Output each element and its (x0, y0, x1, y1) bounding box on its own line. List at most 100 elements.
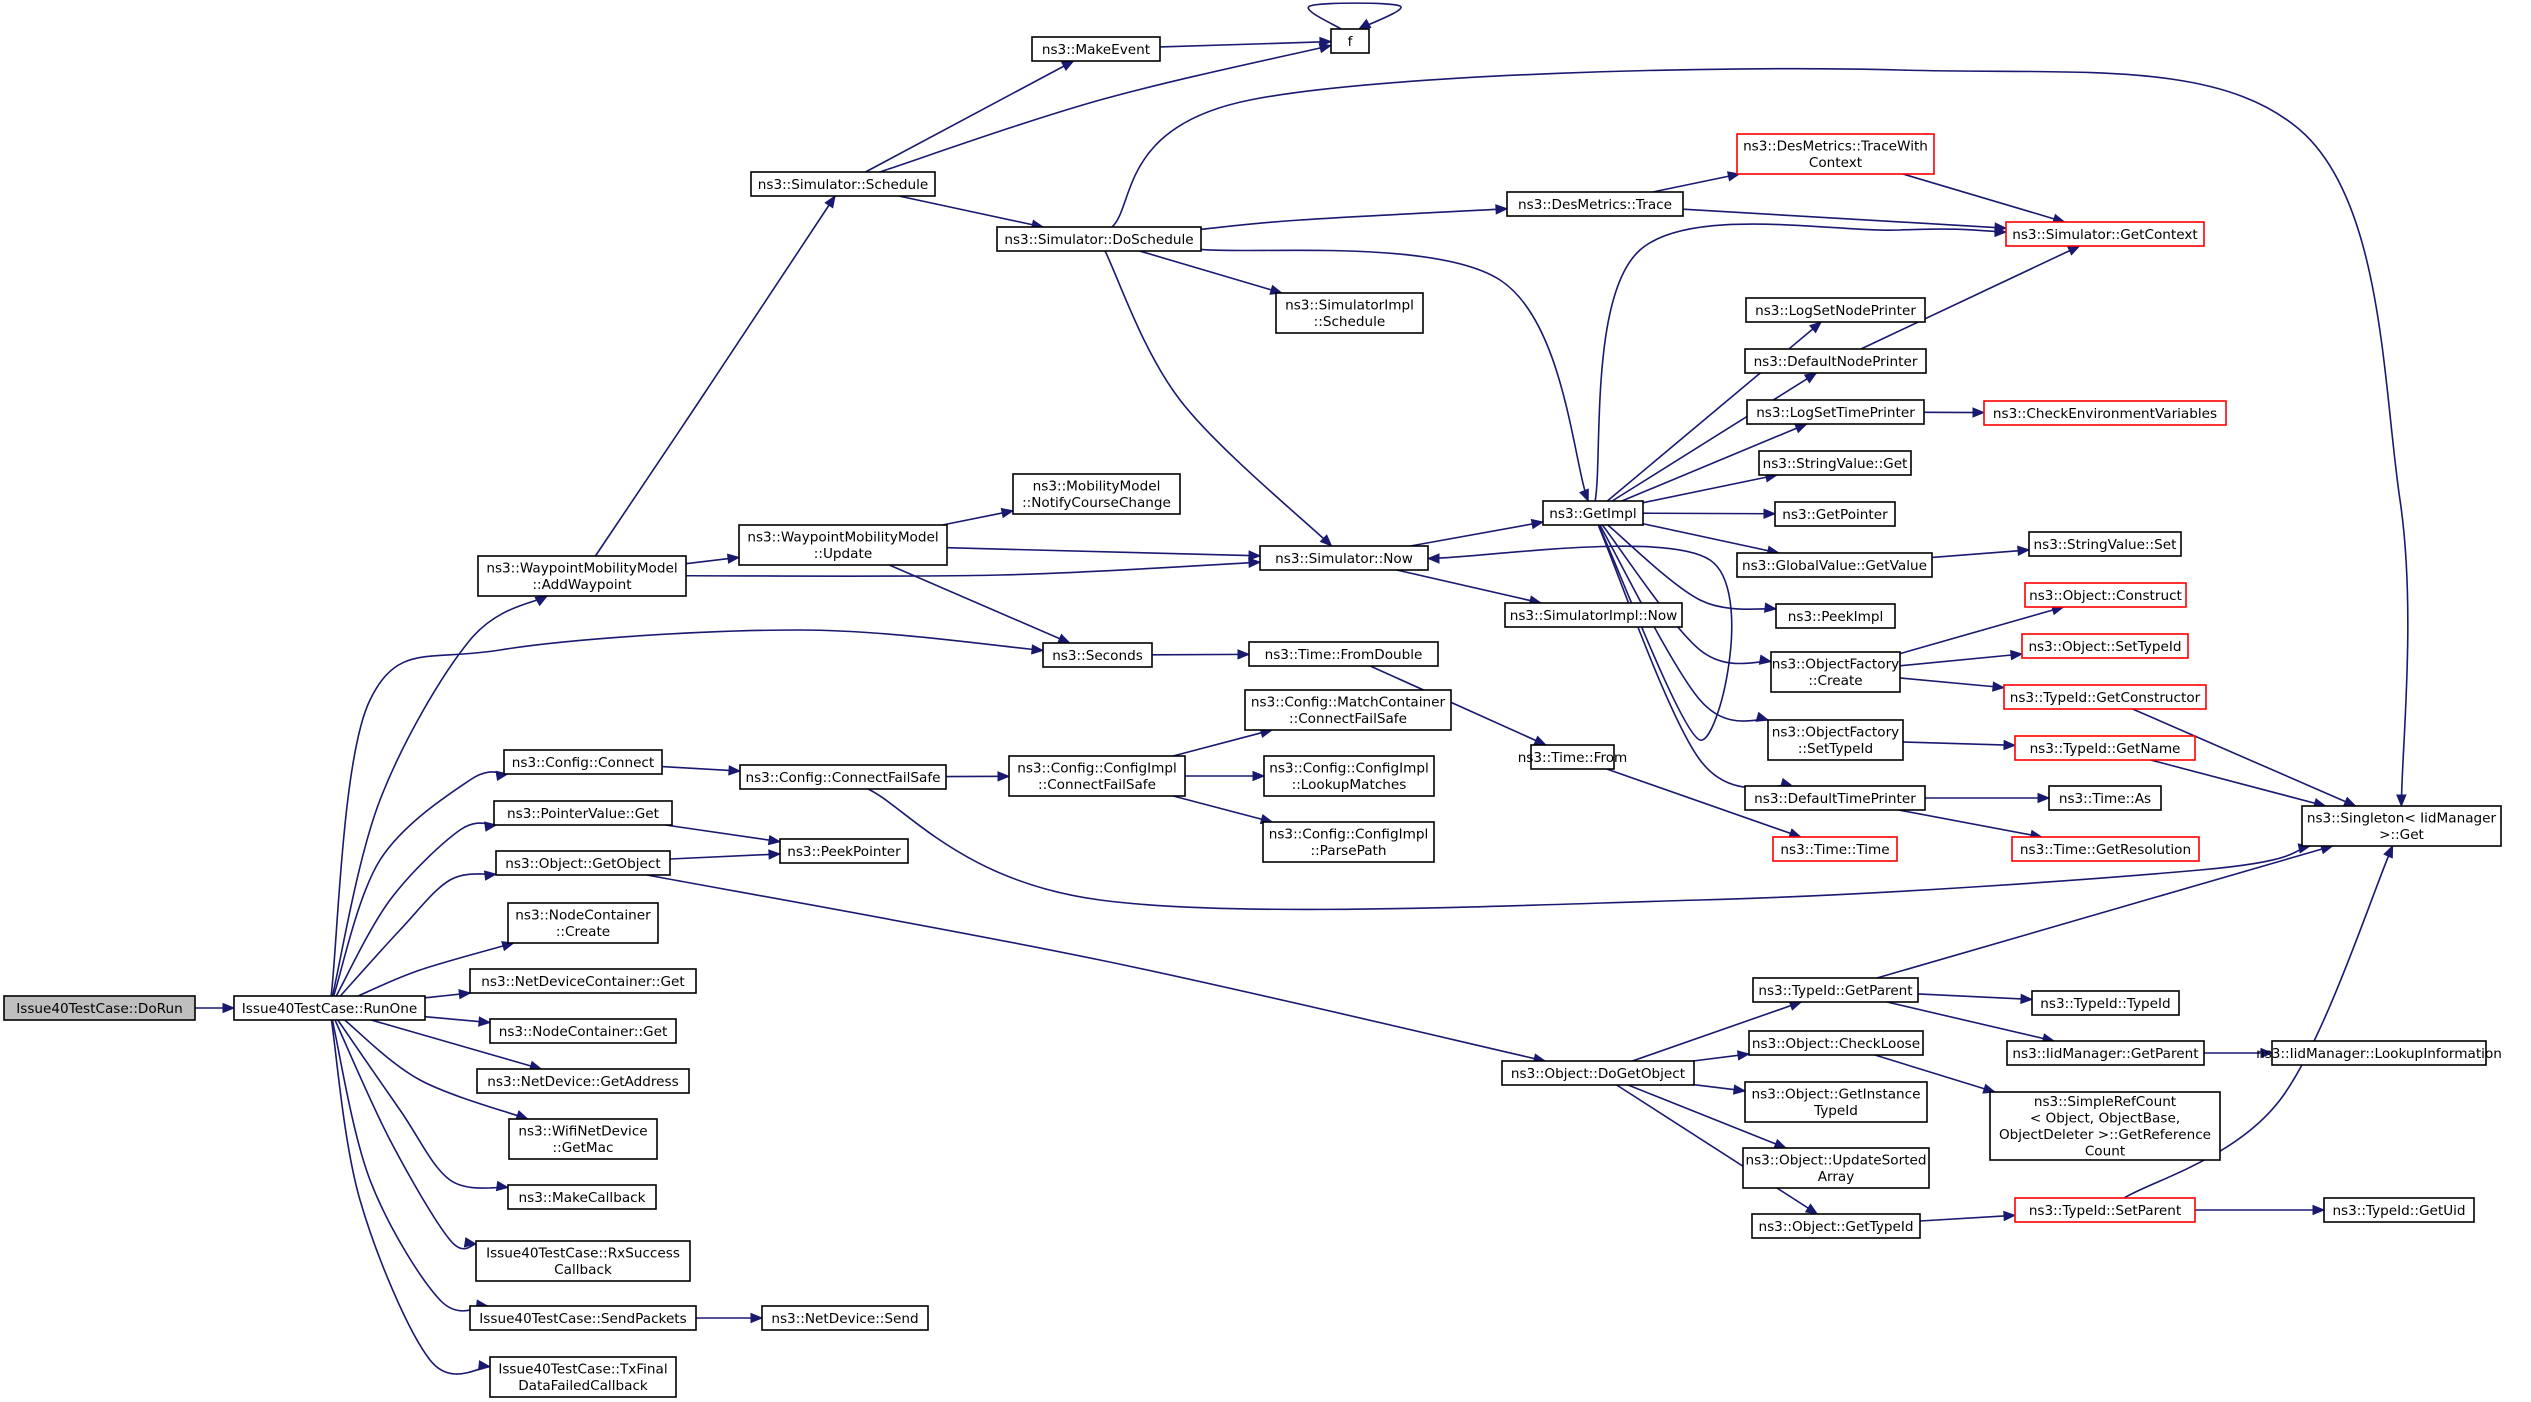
node-timeFrom[interactable]: ns3::Time::From (1518, 744, 1628, 770)
node-netDeviceGetAddress[interactable]: ns3::NetDevice::GetAddress (476, 1068, 690, 1094)
node-makeEvent[interactable]: ns3::MakeEvent (1031, 36, 1161, 62)
node-configImplParse[interactable]: ns3::Config::ConfigImpl::ParsePath (1262, 821, 1435, 863)
node-peekPointer[interactable]: ns3::PeekPointer (779, 838, 909, 864)
arrowhead (458, 989, 472, 1000)
node-objectGetObject[interactable]: ns3::Object::GetObject (495, 850, 671, 876)
node-checkEnv[interactable]: ns3::CheckEnvironmentVariables (1983, 400, 2227, 426)
call-edge-typeIdGetParent-to-typeIdTypeId (1917, 993, 2034, 1005)
node-label: ns3::StringValue::Set (2034, 537, 2177, 553)
node-typeIdGetConstructor[interactable]: ns3::TypeId::GetConstructor (2003, 684, 2207, 710)
node-mmNotify[interactable]: ns3::MobilityModel::NotifyCourseChange (1012, 473, 1181, 515)
node-ofCreate[interactable]: ns3::ObjectFactory::Create (1770, 651, 1901, 693)
node-label: ns3::PointerValue::Get (507, 806, 659, 822)
node-typeIdGetUid[interactable]: ns3::TypeId::GetUid (2323, 1197, 2475, 1223)
node-getImpl[interactable]: ns3::GetImpl (1542, 500, 1644, 526)
node-logSetNodePrinter[interactable]: ns3::LogSetNodePrinter (1745, 297, 1926, 323)
node-stringValueGet[interactable]: ns3::StringValue::Get (1758, 450, 1912, 476)
node-globalValueGetValue[interactable]: ns3::GlobalValue::GetValue (1736, 552, 1933, 578)
call-edge-logSetTimePrinter-to-checkEnv (1923, 407, 1986, 418)
node-objectDoGetObject[interactable]: ns3::Object::DoGetObject (1501, 1060, 1695, 1086)
node-defaultNodePrinter[interactable]: ns3::DefaultNodePrinter (1744, 348, 1927, 374)
node-configConnectFailSafe[interactable]: ns3::Config::ConnectFailSafe (739, 764, 947, 790)
node-simGetContext[interactable]: ns3::Simulator::GetContext (2005, 221, 2205, 247)
node-box (2024, 582, 2187, 608)
node-doRun: Issue40TestCase::DoRun (3, 995, 196, 1021)
node-timeGetResolution[interactable]: ns3::Time::GetResolution (2011, 836, 2200, 862)
node-typeIdSetParent[interactable]: ns3::TypeId::SetParent (2014, 1197, 2196, 1223)
node-runOne[interactable]: Issue40TestCase::RunOne (233, 995, 426, 1021)
node-box (2028, 531, 2182, 557)
node-configImplCFS[interactable]: ns3::Config::ConfigImpl::ConnectFailSafe (1008, 755, 1186, 797)
node-objectGetTypeId[interactable]: ns3::Object::GetTypeId (1751, 1213, 1921, 1239)
node-objectCheckLoose[interactable]: ns3::Object::CheckLoose (1748, 1030, 1924, 1056)
node-wmmUpdate[interactable]: ns3::WaypointMobilityModel::Update (738, 524, 948, 566)
node-sendPackets[interactable]: Issue40TestCase::SendPackets (469, 1305, 697, 1331)
call-edge-simSchedule-to-f (879, 43, 1333, 173)
node-simDoSchedule[interactable]: ns3::Simulator::DoSchedule (996, 226, 1202, 252)
node-defaultTimePrinter[interactable]: ns3::DefaultTimePrinter (1744, 785, 1926, 811)
node-logSetTimePrinter[interactable]: ns3::LogSetTimePrinter (1746, 399, 1925, 425)
node-pointerValueGet[interactable]: ns3::PointerValue::Get (493, 800, 673, 826)
arrowhead (1057, 633, 1071, 644)
node-getPointer[interactable]: ns3::GetPointer (1774, 501, 1896, 527)
call-edge-objectDoGetObject-to-objectGetTypeId (1616, 1084, 1819, 1215)
node-stringValueSet[interactable]: ns3::StringValue::Set (2028, 531, 2182, 557)
node-configConnect[interactable]: ns3::Config::Connect (503, 749, 663, 775)
node-simSchedule[interactable]: ns3::Simulator::Schedule (750, 171, 936, 197)
node-box (503, 749, 663, 775)
node-objectSetTypeId[interactable]: ns3::Object::SetTypeId (2021, 633, 2189, 659)
node-addWaypoint[interactable]: ns3::WaypointMobilityModel::AddWaypoint (477, 555, 687, 597)
node-wifiGetMac[interactable]: ns3::WifiNetDevice::GetMac (508, 1118, 658, 1160)
node-nodeContainerCreate[interactable]: ns3::NodeContainer::Create (507, 902, 659, 944)
node-configImplLookup[interactable]: ns3::Config::ConfigImpl::LookupMatches (1263, 755, 1435, 797)
node-simulatorNow[interactable]: ns3::Simulator::Now (1259, 545, 1429, 571)
node-simImplNow[interactable]: ns3::SimulatorImpl::Now (1504, 602, 1683, 628)
node-timeAs[interactable]: ns3::Time::As (2048, 785, 2162, 811)
node-objectConstruct[interactable]: ns3::Object::Construct (2024, 582, 2187, 608)
node-txFinal[interactable]: Issue40TestCase::TxFinalDataFailedCallba… (489, 1356, 677, 1398)
node-label: ns3::TypeId::SetParent (2029, 1203, 2181, 1219)
node-netDeviceContainerGet[interactable]: ns3::NetDeviceContainer::Get (469, 968, 697, 994)
node-matchContainerCFS[interactable]: ns3::Config::MatchContainer::ConnectFail… (1244, 689, 1452, 731)
node-iidGetParent[interactable]: ns3::IidManager::GetParent (2006, 1040, 2205, 1066)
node-simpleRefCount[interactable]: ns3::SimpleRefCount< Object, ObjectBase,… (1989, 1091, 2221, 1161)
node-label: ns3::Seconds (1052, 648, 1143, 664)
node-label: ::Update (814, 546, 872, 562)
node-typeIdGetParent[interactable]: ns3::TypeId::GetParent (1752, 977, 1919, 1003)
node-label: DataFailedCallback (518, 1378, 648, 1394)
node-box (475, 1240, 691, 1282)
call-edge-pointerValueGet-to-peekPointer (665, 824, 782, 846)
node-timeTime[interactable]: ns3::Time::Time (1772, 836, 1898, 862)
node-timeFromDouble[interactable]: ns3::Time::FromDouble (1248, 641, 1439, 667)
node-box (476, 1068, 690, 1094)
call-edge-desMetricsTrace-to-desTraceWithContext (1652, 171, 1741, 193)
node-box (233, 995, 426, 1021)
node-f[interactable]: f (1330, 28, 1370, 54)
node-typeIdGetName[interactable]: ns3::TypeId::GetName (2014, 735, 2196, 761)
call-edge-runOne-to-seconds (330, 629, 1045, 997)
node-typeIdTypeId[interactable]: ns3::TypeId::TypeId (2031, 990, 2180, 1016)
node-simImplSchedule[interactable]: ns3::SimulatorImpl::Schedule (1275, 292, 1424, 334)
node-ofSetTypeId[interactable]: ns3::ObjectFactory::SetTypeId (1767, 719, 1904, 761)
node-seconds[interactable]: ns3::Seconds (1042, 642, 1153, 668)
node-box (1989, 1091, 2221, 1161)
node-netDeviceSend[interactable]: ns3::NetDevice::Send (761, 1305, 929, 1331)
node-label: ::Create (1808, 673, 1862, 689)
node-label: ObjectDeleter >::GetReference (1999, 1127, 2211, 1143)
node-label: ns3::TypeId::GetUid (2332, 1203, 2465, 1219)
call-edge-runOne-to-txFinal (330, 1019, 492, 1375)
call-edge-getImpl-to-globalValueGetValue (1642, 522, 1781, 556)
node-peekImpl[interactable]: ns3::PeekImpl (1775, 603, 1896, 629)
arrowhead (2383, 844, 2394, 859)
node-desMetricsTrace[interactable]: ns3::DesMetrics::Trace (1506, 191, 1684, 217)
node-box (1772, 836, 1898, 862)
node-singletonGet[interactable]: ns3::Singleton< IidManager >::Get (2301, 805, 2502, 847)
node-makeCallback[interactable]: ns3::MakeCallback (507, 1184, 657, 1210)
node-label: ns3::Object::GetInstance (1752, 1087, 1921, 1103)
node-nodeContainerGet[interactable]: ns3::NodeContainer::Get (489, 1018, 677, 1044)
node-iidLookupInfo[interactable]: ns3::IidManager::LookupInformation (2256, 1040, 2502, 1066)
